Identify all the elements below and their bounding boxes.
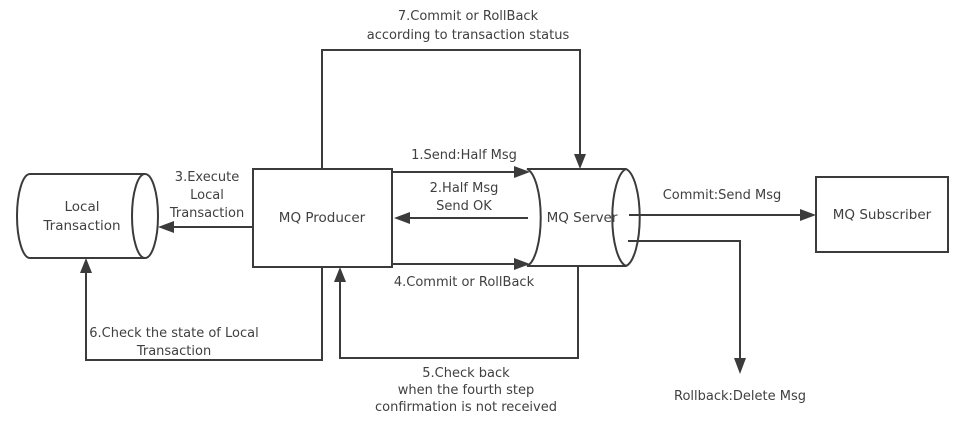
commit-send-arrowhead xyxy=(800,209,816,221)
local-transaction-cylinder-body xyxy=(16,173,159,259)
edge-step-2[interactable]: 2.Half Msg Send OK xyxy=(394,181,528,224)
step-5-arrowhead xyxy=(334,267,346,282)
edge-step-1[interactable]: 1.Send:Half Msg xyxy=(392,148,530,178)
node-mq-producer[interactable]: MQ Producer xyxy=(252,168,393,268)
step-5-path xyxy=(339,266,579,359)
commit-send-label: Commit:Send Msg xyxy=(663,188,782,203)
step-3-label-line2: Local xyxy=(190,188,224,203)
mq-server-label: MQ Server xyxy=(547,210,618,226)
edge-step-4[interactable]: 4.Commit or RollBack xyxy=(392,258,535,290)
edge-commit-send-msg[interactable]: Commit:Send Msg xyxy=(629,188,816,221)
step-2-label-line1: 2.Half Msg xyxy=(430,181,499,196)
step-6-label-line2: Transaction xyxy=(136,344,211,359)
local-transaction-label-line1: Local xyxy=(65,199,100,215)
step-3-label-line3: Transaction xyxy=(169,206,244,221)
step-4-arrowhead xyxy=(514,258,530,270)
step-1-arrowhead xyxy=(514,166,530,178)
step-7-path xyxy=(321,49,581,169)
step-2-label-line2: Send OK xyxy=(436,199,492,214)
edge-step-5[interactable]: 5.Check back when the fourth step confir… xyxy=(334,266,579,415)
rollback-delete-path xyxy=(628,240,741,360)
mq-producer-label: MQ Producer xyxy=(279,210,366,226)
rollback-delete-label: Rollback:Delete Msg xyxy=(674,389,806,404)
step-7-label-line1: 7.Commit or RollBack xyxy=(398,9,539,24)
step-3-label-line1: 3.Execute xyxy=(175,170,239,185)
node-mq-server[interactable]: MQ Server xyxy=(526,168,641,267)
local-transaction-cylinder-cap xyxy=(131,173,146,259)
node-local-transaction[interactable]: Local Transaction xyxy=(16,173,159,259)
node-mq-subscriber[interactable]: MQ Subscriber xyxy=(815,176,949,253)
rollback-delete-arrowhead xyxy=(734,358,746,374)
step-6-label-line1: 6.Check the state of Local xyxy=(89,326,258,341)
step-5-label-line1: 5.Check back xyxy=(422,366,510,381)
edge-step-6[interactable]: 6.Check the state of Local Transaction xyxy=(80,258,323,361)
step-7-label-line2: according to transaction status xyxy=(367,28,570,43)
step-2-arrowhead xyxy=(394,212,410,224)
step-5-label-line3: confirmation is not received xyxy=(375,400,557,415)
step-7-arrowhead xyxy=(574,154,586,169)
step-4-label: 4.Commit or RollBack xyxy=(394,275,535,290)
step-5-label-line2: when the fourth step xyxy=(398,383,534,398)
mq-subscriber-box xyxy=(815,176,949,253)
step-3-arrowhead xyxy=(158,221,174,233)
step-6-arrowhead xyxy=(80,258,92,273)
edge-rollback-delete-msg[interactable]: Rollback:Delete Msg xyxy=(628,240,806,404)
mq-server-right-cap xyxy=(611,168,627,267)
mq-subscriber-label: MQ Subscriber xyxy=(833,207,932,223)
edge-step-7[interactable]: 7.Commit or RollBack according to transa… xyxy=(321,9,586,169)
step-1-label: 1.Send:Half Msg xyxy=(411,148,517,163)
edge-step-3[interactable]: 3.Execute Local Transaction xyxy=(158,170,253,233)
step-6-path xyxy=(85,267,323,361)
local-transaction-label-line2: Transaction xyxy=(42,218,120,234)
